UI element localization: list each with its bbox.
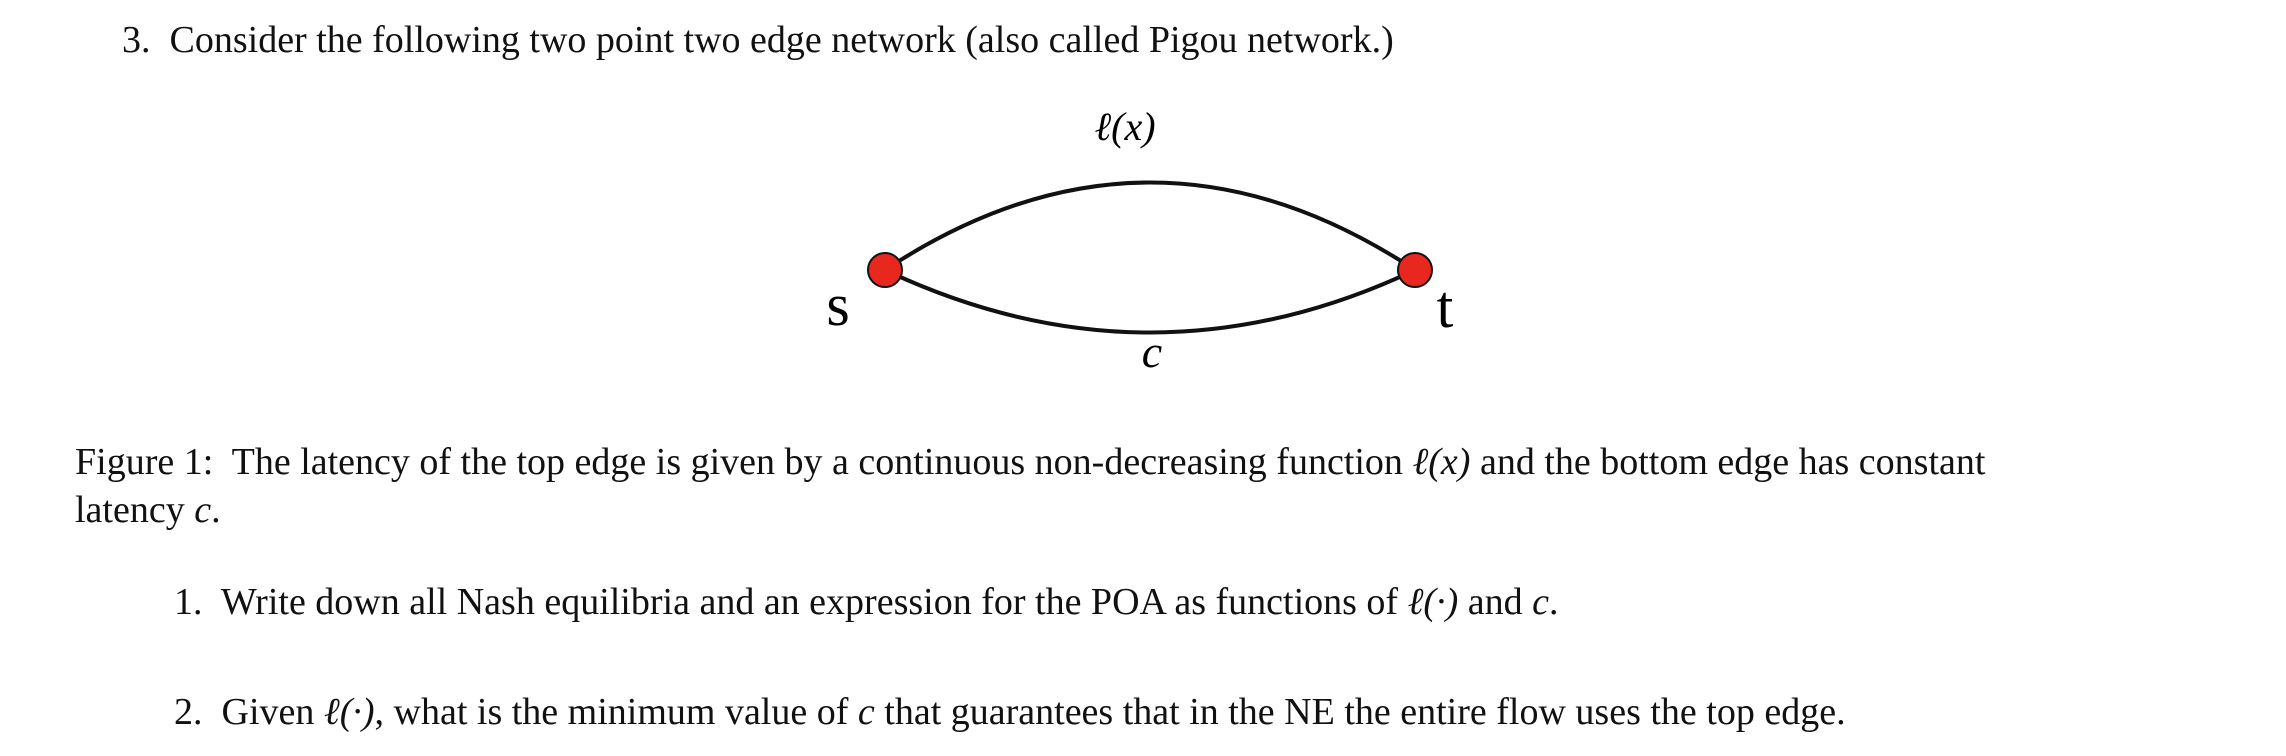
question-number: 1. [174, 581, 203, 623]
problem-heading: 3. Consider the following two point two … [122, 16, 1394, 64]
bottom-edge [884, 268, 1416, 335]
question-item: 2. Given ℓ(·), what is the minimum value… [174, 688, 1846, 736]
caption-math-latency: ℓ(x) [1412, 441, 1471, 483]
caption-text-1b: and the bottom edge has constant [1470, 441, 1986, 483]
caption-text-2a: latency [75, 489, 195, 531]
source-node [867, 252, 903, 288]
caption-math-c: c [194, 489, 212, 531]
figure-caption: Figure 1: The latency of the top edge is… [75, 438, 1985, 486]
sink-label: t [1437, 274, 1454, 340]
problem-number: 3. [122, 19, 151, 61]
question-text: Write down all Nash equilibria and an ex… [220, 581, 1408, 623]
top-edge-label: ℓ(x) [1094, 104, 1155, 149]
question-math: ℓ(·) [1407, 581, 1459, 623]
question-text: and [1458, 581, 1533, 623]
caption-text-2b: . [211, 489, 221, 531]
question-math: c [857, 691, 875, 733]
question-text: . [1548, 581, 1559, 623]
caption-text-1a: The latency of the top edge is given by … [231, 441, 1413, 483]
pigou-network-diagram: ℓ(x) c s t [790, 95, 1510, 415]
sink-node [1397, 252, 1433, 288]
question-item: 1. Write down all Nash equilibria and an… [174, 578, 1558, 626]
question-number: 2. [174, 691, 203, 733]
question-math: ℓ(·) [323, 691, 375, 733]
figure-caption-continued: latency c. [75, 486, 221, 534]
question-text: , what is the minimum value of [374, 691, 858, 733]
question-math: c [1532, 581, 1549, 623]
caption-prefix: Figure 1: [75, 441, 214, 483]
top-edge [883, 180, 1417, 272]
bottom-edge-label: c [1142, 326, 1162, 377]
question-text: Given [221, 691, 324, 733]
source-label: s [826, 272, 849, 338]
problem-statement: Consider the following two point two edg… [169, 19, 1394, 61]
question-text: that guarantees that in the NE the entir… [874, 691, 1846, 733]
